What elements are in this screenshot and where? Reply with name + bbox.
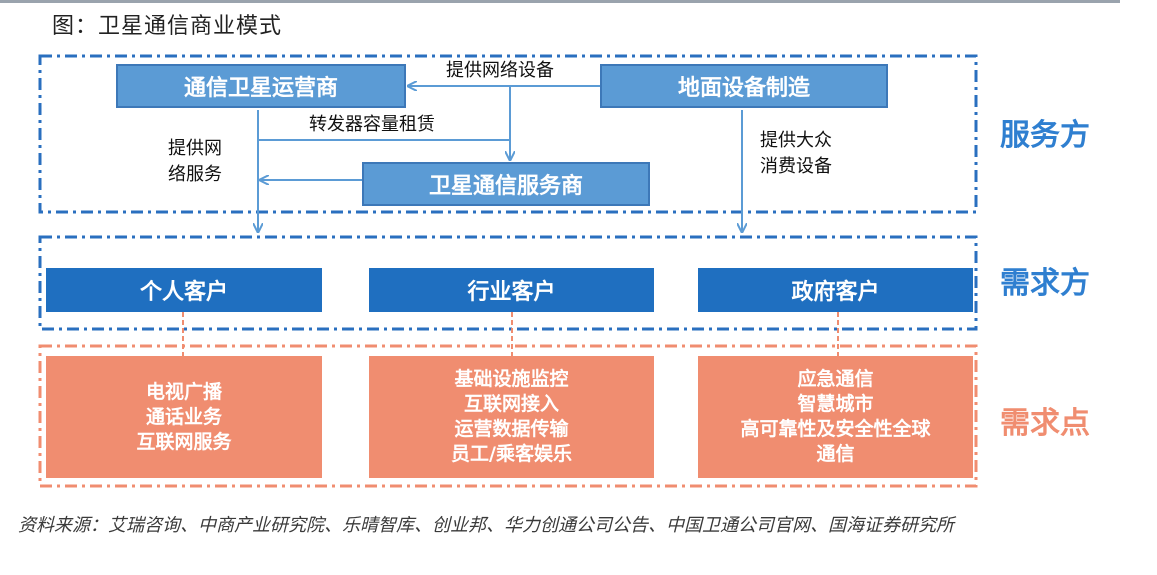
tier-label-demand: 需求方 bbox=[1000, 266, 1090, 301]
demand-frame bbox=[38, 235, 978, 331]
government-need-item: 通信 bbox=[816, 443, 855, 465]
industry-needs-box: 基础设施监控 互联网接入 运营数据传输 员工/乘客娱乐 bbox=[369, 356, 654, 478]
industry-need-item: 基础设施监控 bbox=[454, 368, 569, 390]
industry-need-item: 员工/乘客娱乐 bbox=[451, 443, 572, 465]
service-provider-node: 卫星通信服务商 bbox=[362, 162, 650, 206]
government-need-item: 应急通信 bbox=[797, 368, 874, 390]
label-network-service: 提供网 络服务 bbox=[168, 136, 222, 188]
supply-frame bbox=[38, 54, 978, 214]
label-consumer-equipment: 提供大众 消费设备 bbox=[760, 128, 832, 180]
operator-node: 通信卫星运营商 bbox=[116, 64, 406, 108]
government-need-item: 高可靠性及安全性全球 bbox=[740, 418, 931, 440]
top-rule bbox=[0, 0, 1120, 3]
personal-need-item: 互联网服务 bbox=[136, 430, 232, 453]
personal-needs-box: 电视广播 通话业务 互联网服务 bbox=[46, 356, 322, 478]
government-needs-box: 应急通信 智慧城市 高可靠性及安全性全球 通信 bbox=[698, 356, 973, 478]
figure-title: 图：卫星通信商业模式 bbox=[52, 14, 283, 39]
manufacturer-node: 地面设备制造 bbox=[600, 64, 888, 108]
label-network-service-line2: 络服务 bbox=[168, 164, 222, 185]
tier-label-needs: 需求点 bbox=[1000, 406, 1090, 441]
personal-need-item: 通话业务 bbox=[145, 405, 222, 428]
personal-customer-node: 个人客户 bbox=[46, 268, 322, 312]
tier-label-supply: 服务方 bbox=[1000, 118, 1090, 153]
label-consumer-equipment-line1: 提供大众 bbox=[760, 130, 832, 151]
label-network-service-line1: 提供网 bbox=[168, 138, 222, 159]
industry-customer-node: 行业客户 bbox=[369, 268, 654, 312]
government-customer-node: 政府客户 bbox=[698, 268, 973, 312]
industry-need-item: 运营数据传输 bbox=[454, 418, 569, 440]
government-need-item: 智慧城市 bbox=[797, 393, 874, 415]
needs-frame bbox=[38, 344, 978, 488]
label-network-equipment: 提供网络设备 bbox=[446, 60, 554, 81]
industry-need-item: 互联网接入 bbox=[463, 393, 559, 415]
personal-need-item: 电视广播 bbox=[145, 380, 222, 403]
label-transponder-lease: 转发器容量租赁 bbox=[309, 114, 435, 135]
source-note: 资料来源：艾瑞咨询、中商产业研究院、乐晴智库、创业邦、华力创通公司公告、中国卫通… bbox=[18, 515, 954, 536]
label-consumer-equipment-line2: 消费设备 bbox=[760, 156, 832, 177]
